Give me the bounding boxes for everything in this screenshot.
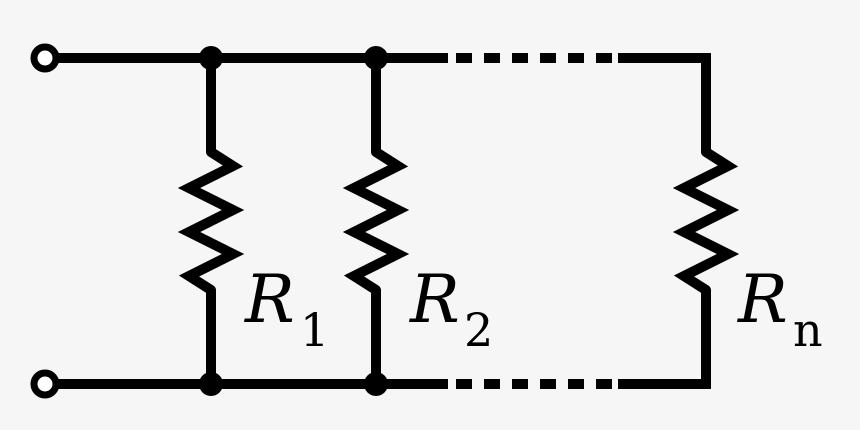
- resistor-n-label: R n: [737, 261, 823, 357]
- terminal-bottom: [30, 369, 60, 399]
- resistor-1-subscript: 1: [300, 303, 329, 357]
- resistor-1-label: R 1: [244, 261, 329, 357]
- junction-node: [199, 372, 223, 396]
- resistor-2-subscript: 2: [464, 303, 493, 357]
- resistor-n-symbol: [672, 147, 740, 295]
- resistor-1-symbol: [177, 147, 245, 295]
- resistor-1-symbol-text: R: [244, 261, 295, 338]
- junction-node: [199, 46, 223, 70]
- terminal-top: [30, 43, 60, 73]
- junction-node: [364, 46, 388, 70]
- resistor-n-symbol-text: R: [737, 261, 788, 338]
- resistor-2-label: R 2: [409, 261, 493, 357]
- resistor-n-subscript: n: [793, 303, 823, 357]
- resistor-2-symbol: [342, 147, 410, 295]
- resistor-2-symbol-text: R: [409, 261, 460, 338]
- junction-node: [364, 372, 388, 396]
